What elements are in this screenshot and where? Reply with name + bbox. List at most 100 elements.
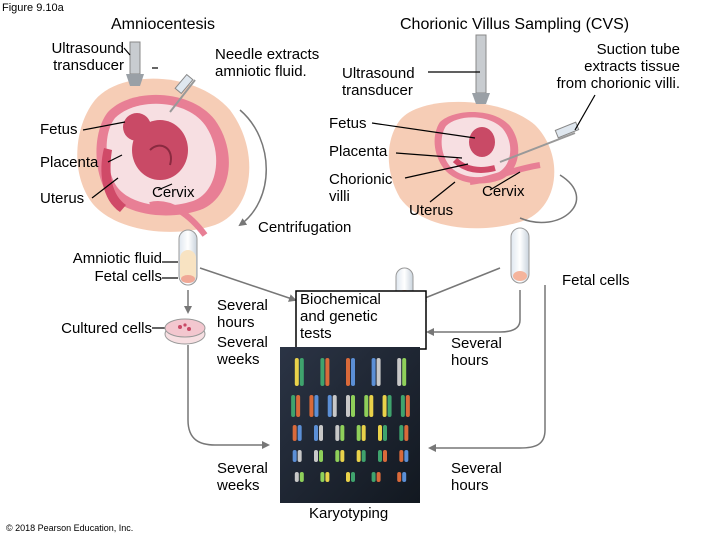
chromosome: [371, 358, 376, 386]
chromosome: [346, 395, 350, 417]
karyotyping-label: Karyotyping: [309, 505, 389, 522]
chromosome: [364, 395, 369, 417]
amniocentesis-illustration: [77, 41, 267, 237]
culture-dish: [164, 318, 206, 345]
chromosome: [399, 450, 404, 462]
chromosome: [351, 395, 355, 417]
chromosome: [294, 472, 299, 482]
several-weeks-label: Several weeks: [217, 334, 268, 368]
chromosome: [335, 450, 340, 462]
cvs-test-tube: [510, 227, 530, 284]
chromosome: [356, 450, 361, 462]
cvs-uterus-label: Uterus: [409, 202, 454, 219]
chromosome: [309, 395, 314, 417]
chromosome: [383, 425, 387, 441]
chromosome: [404, 425, 409, 441]
chromosome: [371, 472, 376, 482]
amnio-cervix-label: Cervix: [152, 184, 195, 201]
chromosome: [356, 425, 361, 441]
chromosome: [351, 358, 355, 386]
centrifugation-label: Centrifugation: [258, 219, 352, 236]
chromosome: [299, 358, 304, 386]
cvs-hours-label-2: Several hours: [451, 460, 502, 494]
chromosome: [405, 395, 410, 417]
chromosome: [382, 395, 387, 417]
chromosome: [332, 395, 337, 417]
chromosome: [351, 472, 355, 482]
chromosome: [346, 472, 350, 482]
chromosome: [292, 425, 297, 441]
chromosome: [378, 450, 382, 462]
cvs-fetus-label: Fetus: [329, 115, 367, 132]
cvs-placenta-label: Placenta: [329, 143, 388, 160]
amnio-placenta-label: Placenta: [40, 154, 99, 171]
cvs-fetus: [469, 127, 495, 157]
chromosome: [383, 450, 387, 462]
amnio-needle: [169, 79, 196, 113]
chromosome: [297, 425, 302, 441]
chromosome: [346, 358, 350, 386]
amnio-fetus-label: Fetus: [40, 121, 78, 138]
amniocentesis-title: Amniocentesis: [111, 16, 216, 33]
chromosome: [292, 450, 297, 462]
chromosome: [314, 450, 318, 462]
chromosome: [400, 395, 405, 417]
chromosome: [376, 472, 381, 482]
chromosome: [361, 450, 366, 462]
chromosome: [369, 395, 374, 417]
chromosome: [402, 472, 407, 482]
chromosome: [314, 425, 318, 441]
chromosome: [325, 472, 330, 482]
chromosome: [299, 472, 304, 482]
cvs-catheter: [499, 132, 576, 163]
cvs-placenta: [452, 157, 496, 173]
amniotic-fluid-label: Amniotic fluid: [72, 250, 162, 267]
flow-arrows: [184, 267, 546, 452]
cvs-fetal-cells-label: Fetal cells: [562, 272, 630, 289]
suction-tube-label: Suction tube extracts tissue from chorio…: [556, 41, 680, 92]
cvs-illustration: [388, 34, 580, 229]
chromosome: [399, 425, 404, 441]
amnio-ultrasound-probe: [129, 41, 141, 75]
cvs-title: Chorionic Villus Sampling (CVS): [400, 16, 630, 33]
chromosome: [404, 450, 409, 462]
chromosome: [402, 358, 407, 386]
chromosome: [296, 395, 301, 417]
chromosome: [397, 358, 402, 386]
amnio-test-tube: [178, 229, 198, 286]
chromosome-set: [291, 358, 410, 482]
amnio-ultrasound-label: Ultrasound transducer: [51, 40, 124, 74]
chromosome: [335, 425, 340, 441]
chromosome: [361, 425, 366, 441]
biochemical-tests-box: [295, 290, 427, 350]
needle-extracts-label: Needle extracts amniotic fluid.: [215, 46, 320, 80]
chromosome: [291, 395, 296, 417]
karyotype-panel: [280, 347, 420, 503]
chromosome: [387, 395, 392, 417]
biochemical-tests-label: Biochemical and genetic tests: [300, 291, 381, 342]
cultured-cells-label: Cultured cells: [61, 320, 152, 337]
several-hours-label: Several hours: [217, 297, 268, 331]
cvs-ultrasound-label: Ultrasound transducer: [342, 65, 415, 99]
cvs-cervix-label: Cervix: [482, 183, 525, 200]
fetus-head: [123, 113, 151, 141]
chromosome: [397, 472, 402, 482]
cvs-ultrasound-probe: [475, 34, 487, 94]
chromosome: [327, 395, 332, 417]
chromosome: [319, 425, 323, 441]
chromosome: [320, 472, 325, 482]
chorionic-villi-label: Chorionic villi: [329, 171, 393, 205]
amnio-uterus-label: Uterus: [40, 190, 85, 207]
amnio-fetal-cells-label: Fetal cells: [94, 268, 162, 285]
chromosome: [314, 395, 319, 417]
chromosome: [378, 425, 382, 441]
chromosome: [320, 358, 325, 386]
chromosome: [325, 358, 330, 386]
copyright-notice: © 2018 Pearson Education, Inc.: [6, 523, 134, 533]
chromosome: [340, 425, 345, 441]
karyotype-weeks-label: Several weeks: [217, 460, 268, 494]
chromosome: [297, 450, 302, 462]
cvs-hours-label-1: Several hours: [451, 335, 502, 369]
